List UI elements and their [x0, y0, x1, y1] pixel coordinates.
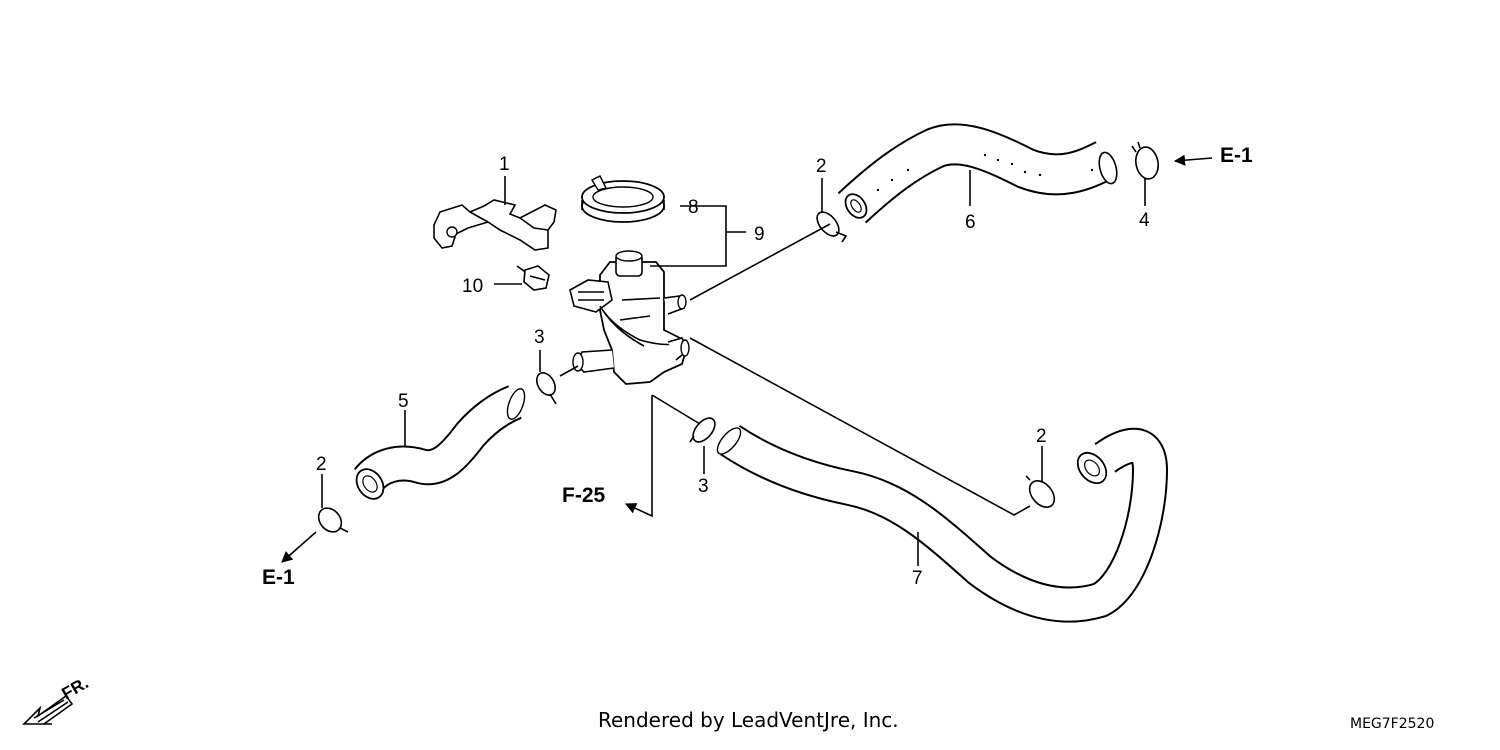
callout-1: 1 — [499, 154, 510, 175]
callout-labels: 1 2 6 4 8 9 10 3 5 2 3 2 7 — [316, 154, 1150, 589]
callout-2-left: 2 — [316, 454, 327, 475]
reference-tags: E-1 E-1 F-25 — [262, 144, 1253, 589]
callout-2-upper: 2 — [816, 156, 827, 177]
part-control-valve — [569, 250, 690, 385]
front-direction-indicator: FR. — [22, 673, 92, 725]
clamp-4 — [1135, 146, 1159, 180]
render-credit: Rendered by LeadVentJre, Inc. — [598, 708, 899, 732]
callout-9: 9 — [754, 224, 765, 245]
callout-3-lower: 3 — [698, 476, 709, 497]
leader-lines — [281, 154, 1213, 566]
ref-e1-lower: E-1 — [262, 566, 295, 589]
diagram-code: MEG7F2520 — [1350, 716, 1435, 732]
part-hose-lower — [716, 424, 1169, 623]
part-bolt — [516, 265, 550, 291]
clamp-3-left — [536, 372, 556, 396]
callout-4: 4 — [1139, 210, 1150, 231]
ref-f25: F-25 — [562, 484, 606, 507]
part-rubber-mount — [581, 175, 665, 223]
ref-e1-upper: E-1 — [1220, 144, 1253, 167]
part-hose-upper — [837, 123, 1118, 224]
clamp-2-right — [1028, 480, 1056, 508]
callout-7: 7 — [912, 568, 923, 589]
callout-3-left: 3 — [534, 327, 545, 348]
callout-6: 6 — [965, 212, 976, 233]
clamp-2-upper — [816, 211, 840, 237]
callout-2-right: 2 — [1036, 426, 1047, 447]
clamp-3-lower — [692, 417, 716, 443]
clamp-2-left — [317, 507, 343, 533]
callout-10: 10 — [462, 276, 483, 297]
part-hose-left — [353, 385, 526, 500]
callout-8: 8 — [688, 197, 699, 218]
callout-5: 5 — [398, 391, 409, 412]
part-bracket — [433, 199, 557, 251]
